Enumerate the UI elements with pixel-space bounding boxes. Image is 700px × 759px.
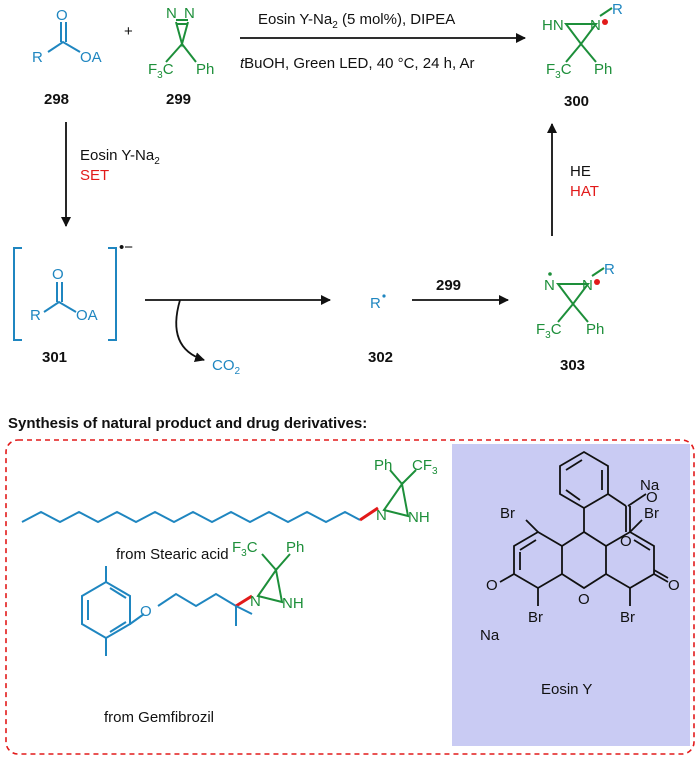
gemfibrozil-diazirine: N NH F3C Ph [232,539,304,612]
atom-r: R [32,49,43,66]
atom-n: N [184,5,195,22]
new-bond-marker [602,19,608,25]
atom-n: N [166,5,177,22]
hat-reagent: HE [570,163,591,180]
atom-r: R [30,307,41,324]
atom-br: Br [620,609,635,626]
set-label: SET [80,167,109,184]
derivatives-frame [5,439,695,755]
group-cf3: CF3 [412,457,438,477]
group-ph: Ph [196,61,214,78]
compound-label-299-b: 299 [436,277,461,294]
plus-sign: + [124,23,133,40]
compound-label-299: 299 [166,91,191,108]
sodium-ion: Na [480,627,500,644]
compound-300-structure: HN N R F3C Ph [542,1,623,81]
radical-dot [548,272,552,276]
atom-n: N [544,277,555,294]
group-f3c: F3C [536,321,562,341]
atom-oa: OA [76,307,98,324]
atom-oa: OA [80,49,102,66]
group-ph: Ph [286,539,304,556]
atom-br: Br [528,609,543,626]
compound-label-301: 301 [42,349,67,366]
atom-o: O [52,266,64,283]
group-ph: Ph [594,61,612,78]
gem-dimethyl [235,605,253,626]
atom-hn: HN [542,17,564,34]
eosin-y-structure: O O Na Br Br Br Br O Na O O [480,450,680,644]
compound-301-structure: O R OA •− [13,239,133,341]
compound-298-structure: O R OA [32,7,102,66]
top-conditions: tBuOH, Green LED, 40 °C, 24 h, Ar [240,55,474,72]
group-ph: Ph [586,321,604,338]
atom-n: N [582,277,593,294]
radical-anion-charge: •− [119,239,133,256]
atom-br: Br [500,505,515,522]
atom-o: O [140,603,152,620]
atom-nh: NH [408,509,430,526]
group-f3c: F3C [148,61,174,81]
co2-label: CO2 [212,357,241,377]
atom-o: O [620,533,632,550]
compound-303-structure: N N R F3C Ph [536,261,615,341]
radical-dot [382,294,386,298]
co2-release-arrow [175,299,205,363]
atom-o: O [668,577,680,594]
group-f3c: F3C [232,539,258,559]
atom-o: O [486,577,498,594]
atom-n: N [590,17,601,34]
atom-o: O [578,591,590,608]
compound-299-structure: N N F3C Ph [148,5,214,81]
stearic-label: from Stearic acid [116,546,229,563]
compound-label-298: 298 [44,91,69,108]
atom-r: R [604,261,615,278]
atom-o: O [646,489,658,506]
atom-r: R [612,1,623,18]
atom-n: N [376,507,387,524]
group-ph: Ph [374,457,392,474]
gemfibrozil-aryl: O [81,566,237,656]
new-bond-highlight [235,594,253,608]
section-title: Synthesis of natural product and drug de… [8,415,367,432]
stearic-diazirine: N NH Ph CF3 [374,457,438,526]
compound-label-302: 302 [368,349,393,366]
hat-label: HAT [570,183,599,200]
sodium-ion: Na [640,477,660,494]
atom-o: O [56,7,68,24]
group-f3c: F3C [546,61,572,81]
top-reagents: Eosin Y-Na2 (5 mol%), DIPEA [258,11,455,31]
alkyl-radical: R [370,295,381,312]
set-reagent: Eosin Y-Na2 [80,147,160,167]
atom-br: Br [644,505,659,522]
gemfibrozil-label: from Gemfibrozil [104,709,214,726]
stearyl-chain [21,510,361,524]
compound-label-303: 303 [560,357,585,374]
atom-n: N [250,593,261,610]
eosin-label: Eosin Y [541,681,592,698]
atom-nh: NH [282,595,304,612]
new-bond-highlight [359,506,379,522]
compound-label-300: 300 [564,93,589,110]
new-bond-marker [594,279,600,285]
